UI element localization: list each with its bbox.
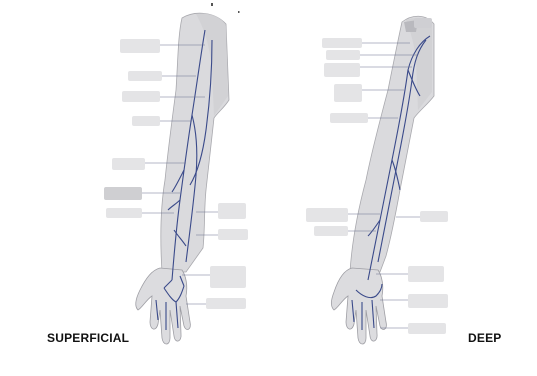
blank-label (420, 211, 448, 222)
blank-label (120, 39, 160, 53)
blank-label (334, 84, 362, 102)
top-marks (211, 3, 240, 13)
blank-label (218, 203, 246, 219)
blank-label (306, 208, 348, 222)
blank-label (112, 158, 145, 170)
blank-label (314, 226, 348, 236)
deep-arm-figure (306, 16, 448, 344)
blank-label (104, 187, 142, 200)
blank-label (330, 113, 368, 123)
blank-label (122, 91, 160, 102)
blank-label (322, 38, 362, 48)
blank-label (106, 208, 142, 218)
blank-label (324, 63, 360, 77)
deep-hand (331, 268, 386, 344)
blank-label (408, 266, 444, 282)
caption-superficial: SUPERFICIAL (47, 331, 129, 345)
blank-label (206, 298, 246, 309)
superficial-arm-figure (104, 13, 248, 344)
blank-label (414, 18, 432, 28)
blank-label (408, 323, 446, 334)
blank-label (408, 294, 448, 308)
blank-label (218, 229, 248, 240)
blank-label (326, 50, 360, 60)
caption-deep: DEEP (468, 331, 501, 345)
superficial-hand (136, 268, 191, 344)
blank-label (128, 71, 162, 81)
blank-label (210, 266, 246, 288)
blank-label (132, 116, 160, 126)
